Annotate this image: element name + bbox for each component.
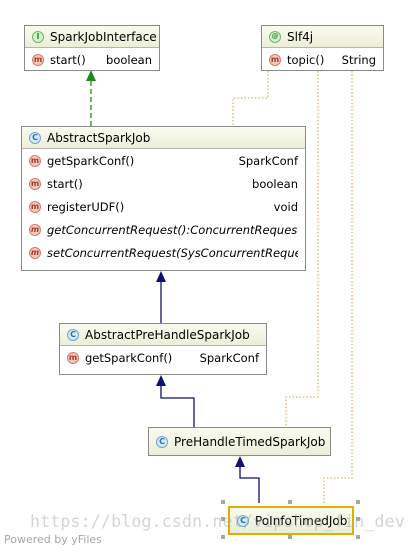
node-header: C AbstractSparkJob [22, 127, 305, 149]
extends-arrowhead-3 [235, 456, 245, 467]
method-icon: m [29, 200, 41, 213]
method-icon: m [269, 53, 281, 66]
method-name: setConcurrentRequest(SysConcurrentReques [47, 245, 298, 260]
method-row[interactable]: m getSparkConf() SparkConf [60, 346, 266, 369]
method-row[interactable]: m setConcurrentRequest(SysConcurrentRequ… [22, 241, 305, 264]
method-icon: m [32, 53, 44, 66]
method-row[interactable]: m getConcurrentRequest():ConcurrentReque… [22, 218, 305, 241]
node-header: C PoInfoTimedJob [230, 508, 352, 533]
extends-line-3 [239, 466, 260, 503]
class-icon: C [67, 328, 79, 341]
method-return-type: SparkConf [238, 153, 298, 168]
method-return-type: SparkConf [199, 350, 259, 365]
node-title: PoInfoTimedJob [255, 513, 348, 528]
extends-arrowhead-2 [156, 375, 166, 386]
method-row[interactable]: m topic() String [262, 48, 383, 70]
method-row[interactable]: m getSparkConf() SparkConf [22, 149, 305, 172]
abstract-method-icon: m [29, 223, 41, 236]
method-row[interactable]: m start() boolean [22, 172, 305, 195]
method-icon: m [29, 177, 41, 190]
node-title: PreHandleTimedSparkJob [174, 434, 326, 449]
abstract-spark-job-node[interactable]: C AbstractSparkJob m getSparkConf() Spar… [21, 126, 306, 271]
slf4j-node[interactable]: @ Slf4j m topic() String [261, 25, 384, 71]
method-return-type: boolean [106, 52, 152, 67]
extends-arrowhead-1 [156, 271, 166, 282]
powered-by-label: Powered by yFiles [4, 533, 102, 546]
method-name: getSparkConf() [85, 350, 173, 365]
method-return-type: String [341, 52, 376, 67]
node-title: Slf4j [287, 29, 314, 44]
node-title: AbstractPreHandleSparkJob [85, 327, 250, 342]
method-row[interactable]: m start() boolean [25, 48, 159, 70]
method-icon: m [29, 154, 41, 167]
method-name: registerUDF() [47, 199, 125, 214]
method-name: start() [50, 52, 86, 67]
po-info-timed-job-node[interactable]: C PoInfoTimedJob [228, 506, 354, 535]
node-title: AbstractSparkJob [47, 130, 151, 145]
method-return-type: boolean [252, 176, 298, 191]
node-header: I SparkJobInterface [25, 26, 159, 48]
slf4j-dependency-line-po-info-timed [323, 71, 353, 503]
method-return-type: void [273, 199, 298, 214]
abstract-method-icon: m [29, 246, 41, 259]
spark-job-interface-node[interactable]: I SparkJobInterface m start() boolean [24, 25, 160, 71]
method-name: getConcurrentRequest():ConcurrentRequest [47, 222, 298, 237]
class-icon: C [237, 514, 249, 527]
node-header: C AbstractPreHandleSparkJob [60, 324, 266, 346]
pre-handle-timed-spark-job-node[interactable]: C PreHandleTimedSparkJob [148, 427, 331, 456]
node-header: C PreHandleTimedSparkJob [149, 428, 330, 455]
annotation-icon: @ [269, 30, 281, 43]
class-icon: C [29, 131, 41, 144]
extends-line-2 [160, 385, 195, 427]
method-name: getSparkConf() [47, 153, 135, 168]
watermark-url: https://blog.csdn.net/vipshop_fin_dev [30, 512, 405, 531]
method-row[interactable]: m registerUDF() void [22, 195, 305, 218]
implements-arrowhead [86, 70, 96, 81]
node-header: @ Slf4j [262, 26, 383, 48]
slf4j-dependency-line-abstract-spark-job [232, 71, 269, 126]
method-name: start() [47, 176, 83, 191]
method-icon: m [67, 351, 79, 364]
method-name: topic() [287, 52, 325, 67]
interface-icon: I [32, 30, 44, 43]
abstract-pre-handle-spark-job-node[interactable]: C AbstractPreHandleSparkJob m getSparkCo… [59, 323, 267, 375]
selection-handles [221, 500, 360, 539]
node-title: SparkJobInterface [50, 29, 157, 44]
class-icon: C [156, 435, 168, 448]
